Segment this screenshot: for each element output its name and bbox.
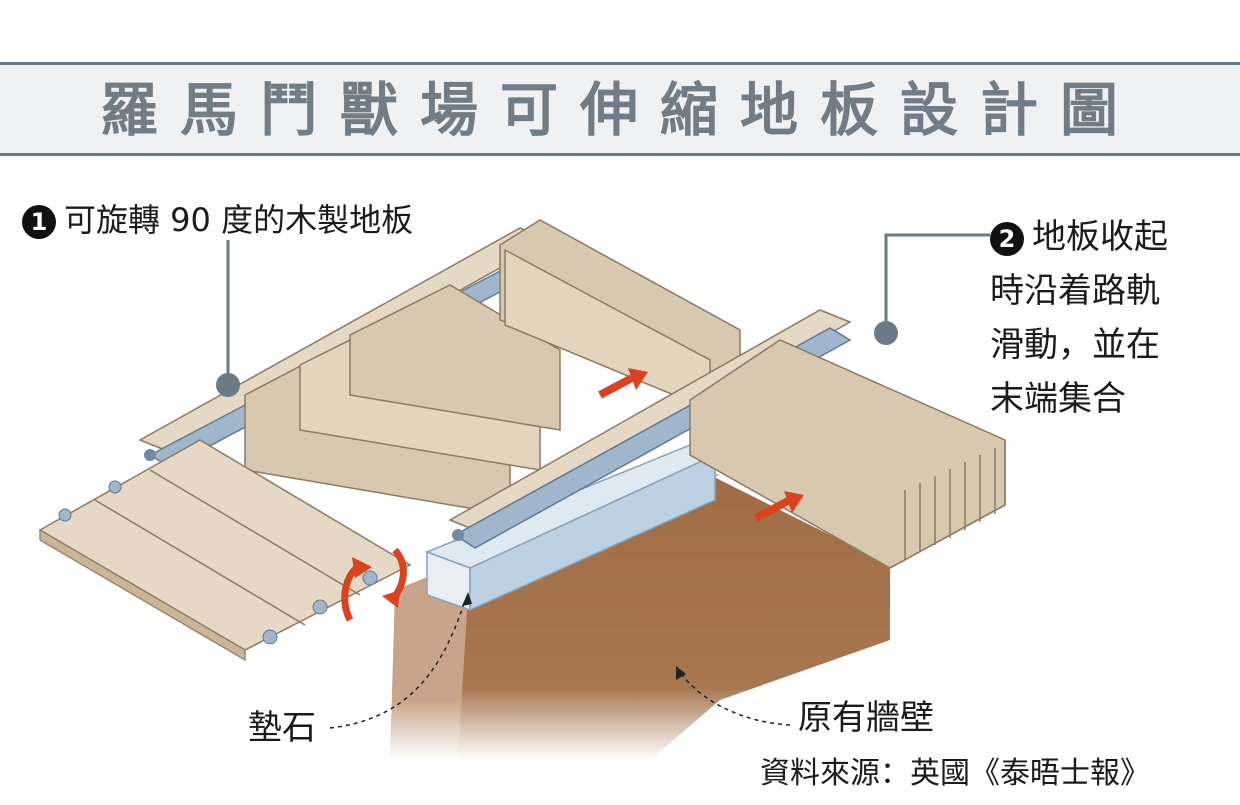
callout2-line-3: 滑動，並在 [990,325,1160,365]
callout-text-1: 可旋轉 90 度的木製地板 [64,201,414,239]
callout-number-2: 2 [990,221,1024,256]
label-stone-pad: 墊石 [248,708,316,748]
callout-number-1: 1 [22,205,56,239]
page-title: 羅馬鬥獸場可伸縮地板設計圖 [99,76,1140,144]
source-credit: 資料來源：英國《泰晤士報》 [760,756,1150,791]
callout2-line-2: 時沿着路軌 [990,271,1160,311]
rotation-arrows [341,547,407,622]
leader-lines [216,233,990,729]
stone-pad [424,444,717,612]
callout2-line-4: 末端集合 [990,379,1126,419]
standing-boards-middle [244,284,561,516]
flat-wooden-floor [38,439,412,662]
label-original-wall: 原有牆壁 [798,698,934,738]
collected-boards [689,339,1006,569]
title-band: 羅馬鬥獸場可伸縮地板設計圖 [0,62,1240,156]
slide-arrows [598,368,804,522]
